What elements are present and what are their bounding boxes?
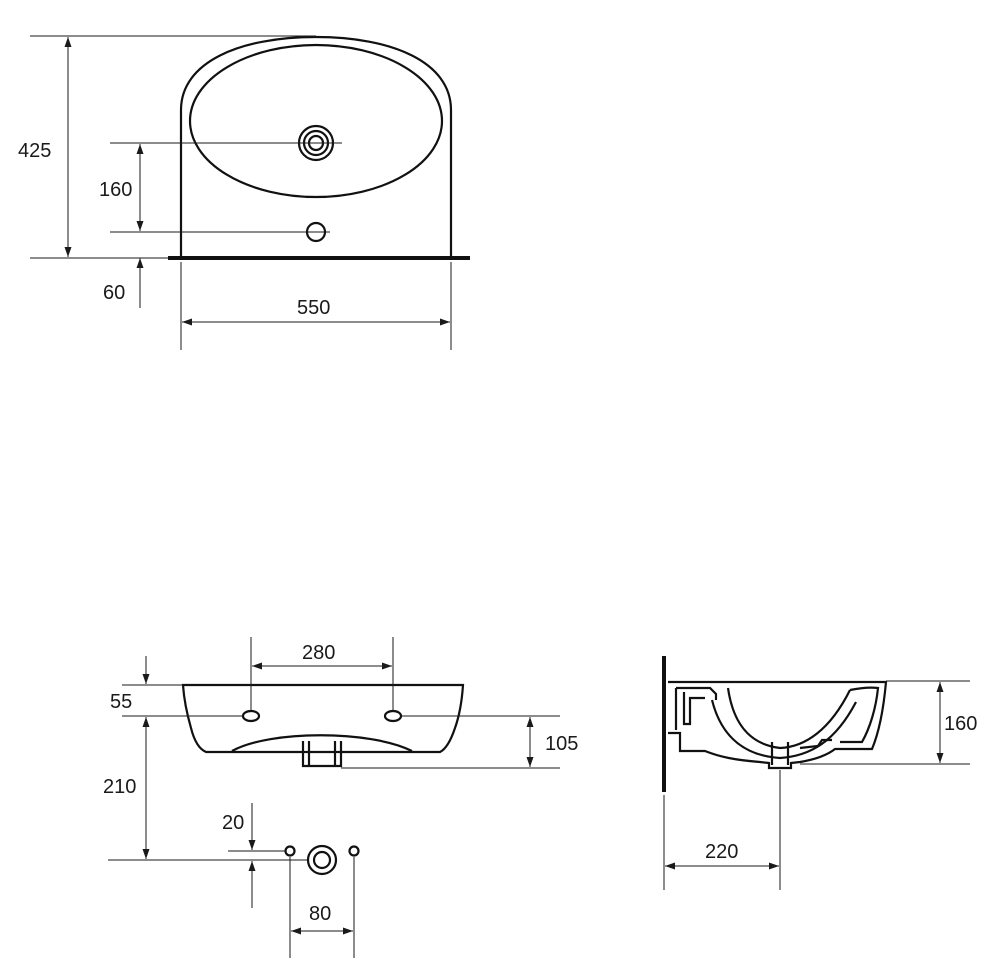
mounting-hole-right [383, 709, 403, 723]
side-rim [840, 686, 880, 744]
dim-label-425: 425 [18, 140, 51, 162]
front-waste-pipe [301, 741, 343, 768]
dim-label-55: 55 [110, 691, 132, 713]
side-base-detail [799, 738, 832, 750]
side-bowl-inner [726, 687, 851, 750]
front-bowl-curve [231, 734, 413, 752]
side-view: 160 220 [662, 656, 977, 890]
side-basin-outer [668, 680, 888, 770]
dim-label-105: 105 [545, 733, 578, 755]
front-view: 280 55 210 105 20 80 [103, 637, 578, 958]
top-view: 425 160 60 550 [18, 35, 470, 350]
outlet-detail [284, 844, 360, 876]
mounting-hole-left [241, 709, 261, 723]
dim-label-220: 220 [705, 841, 738, 863]
side-bowl-outer-wall [710, 699, 857, 760]
basin-outline [179, 35, 453, 257]
side-overflow-channel [674, 686, 718, 730]
dim-label-160-side: 160 [944, 713, 977, 735]
dim-label-80: 80 [309, 903, 331, 925]
inner-bowl [188, 43, 444, 199]
side-waste-pipe [770, 742, 790, 765]
dim-label-20: 20 [222, 812, 244, 834]
dim-label-280: 280 [302, 642, 335, 664]
dim-label-60: 60 [103, 282, 125, 304]
dim-label-210: 210 [103, 776, 136, 798]
front-basin-outline [181, 683, 465, 754]
dim-label-160-top: 160 [99, 179, 132, 201]
dim-label-550: 550 [297, 297, 330, 319]
